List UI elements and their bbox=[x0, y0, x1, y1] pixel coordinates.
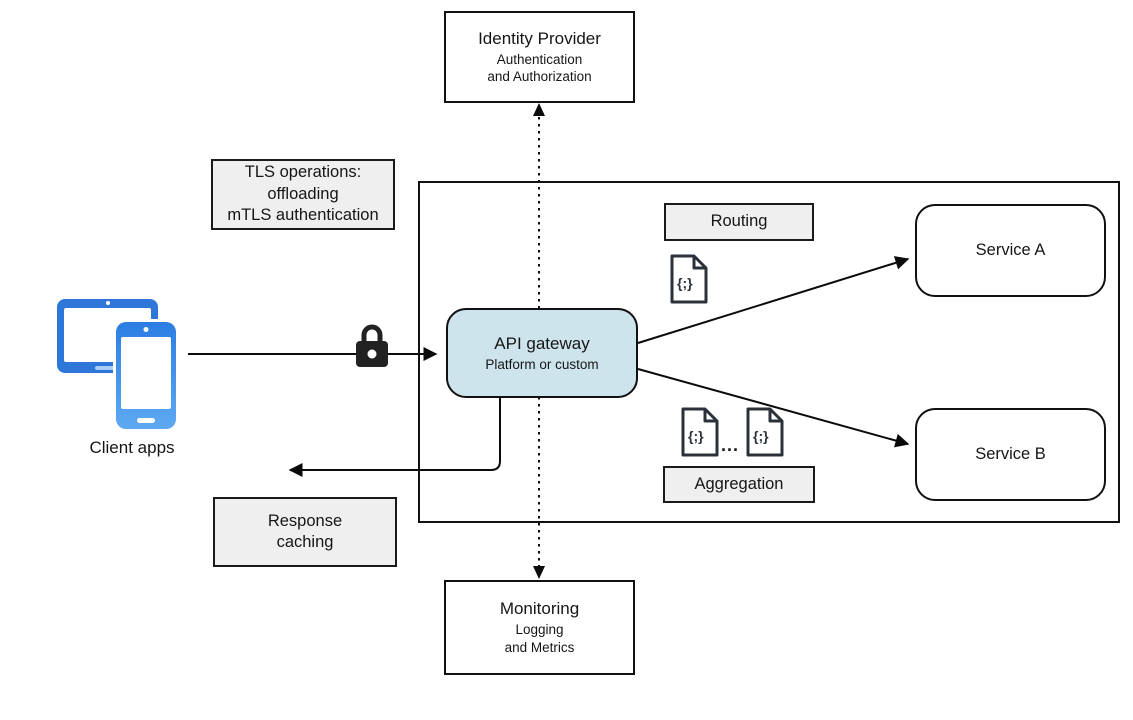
phone-icon bbox=[116, 322, 176, 429]
aggregation-document-icon-1: {;} bbox=[679, 406, 721, 463]
routing-document-icon: {;} bbox=[668, 253, 710, 310]
client-apps-label: Client apps bbox=[89, 438, 175, 457]
arrowhead-to-identity-provider bbox=[533, 103, 545, 116]
tls-operations-note: TLS operations: offloading mTLS authenti… bbox=[211, 159, 395, 230]
monitoring-title: Monitoring bbox=[499, 599, 580, 619]
aggregation-label: Aggregation bbox=[694, 474, 784, 493]
api-gateway-box: API gateway Platform or custom bbox=[446, 308, 638, 398]
response-caching-line2: caching bbox=[276, 533, 334, 551]
aggregation-doc1-glyph: {;} bbox=[688, 428, 704, 444]
arrowhead-to-monitoring bbox=[533, 566, 545, 579]
tablet-camera-dot bbox=[105, 301, 110, 305]
identity-provider-title: Identity Provider bbox=[478, 28, 601, 48]
service-b-box: Service B bbox=[915, 408, 1106, 501]
tls-note-line1: TLS operations: bbox=[244, 163, 362, 182]
phone-home-button bbox=[137, 418, 155, 423]
aggregation-document-icon-2: {;} bbox=[744, 406, 786, 463]
identity-provider-subtitle-line2: and Authorization bbox=[487, 69, 592, 85]
tablet-home-bar bbox=[94, 366, 121, 370]
routing-label-box: Routing bbox=[664, 203, 814, 241]
identity-provider-subtitle-line1: Authentication bbox=[496, 51, 583, 67]
aggregation-doc2-glyph: {;} bbox=[753, 428, 769, 444]
api-gateway-subtitle: Platform or custom bbox=[485, 356, 599, 372]
monitoring-subtitle-line1: Logging bbox=[515, 622, 564, 638]
identity-provider-box: Identity Provider Authentication and Aut… bbox=[444, 11, 635, 103]
routing-doc-glyph: {;} bbox=[677, 275, 693, 291]
tls-note-line2: offloading bbox=[267, 184, 339, 203]
service-a-label: Service A bbox=[975, 241, 1046, 259]
response-caching-box: Response caching bbox=[213, 497, 397, 567]
aggregation-label-box: Aggregation bbox=[663, 466, 815, 503]
tls-note-line3: mTLS authentication bbox=[227, 206, 379, 225]
aggregation-ellipsis: ... bbox=[721, 435, 740, 455]
lock-icon bbox=[351, 320, 393, 370]
phone-camera-dot bbox=[143, 327, 149, 332]
phone-screen bbox=[121, 337, 171, 409]
response-caching-line1: Response bbox=[267, 511, 343, 530]
gateway-boundary-frame bbox=[418, 181, 1120, 523]
api-gateway-title: API gateway bbox=[494, 333, 590, 353]
monitoring-subtitle-line2: and Metrics bbox=[504, 639, 575, 655]
service-a-box: Service A bbox=[915, 204, 1106, 297]
service-b-label: Service B bbox=[975, 445, 1046, 463]
monitoring-box: Monitoring Logging and Metrics bbox=[444, 580, 635, 675]
routing-label: Routing bbox=[710, 212, 768, 231]
